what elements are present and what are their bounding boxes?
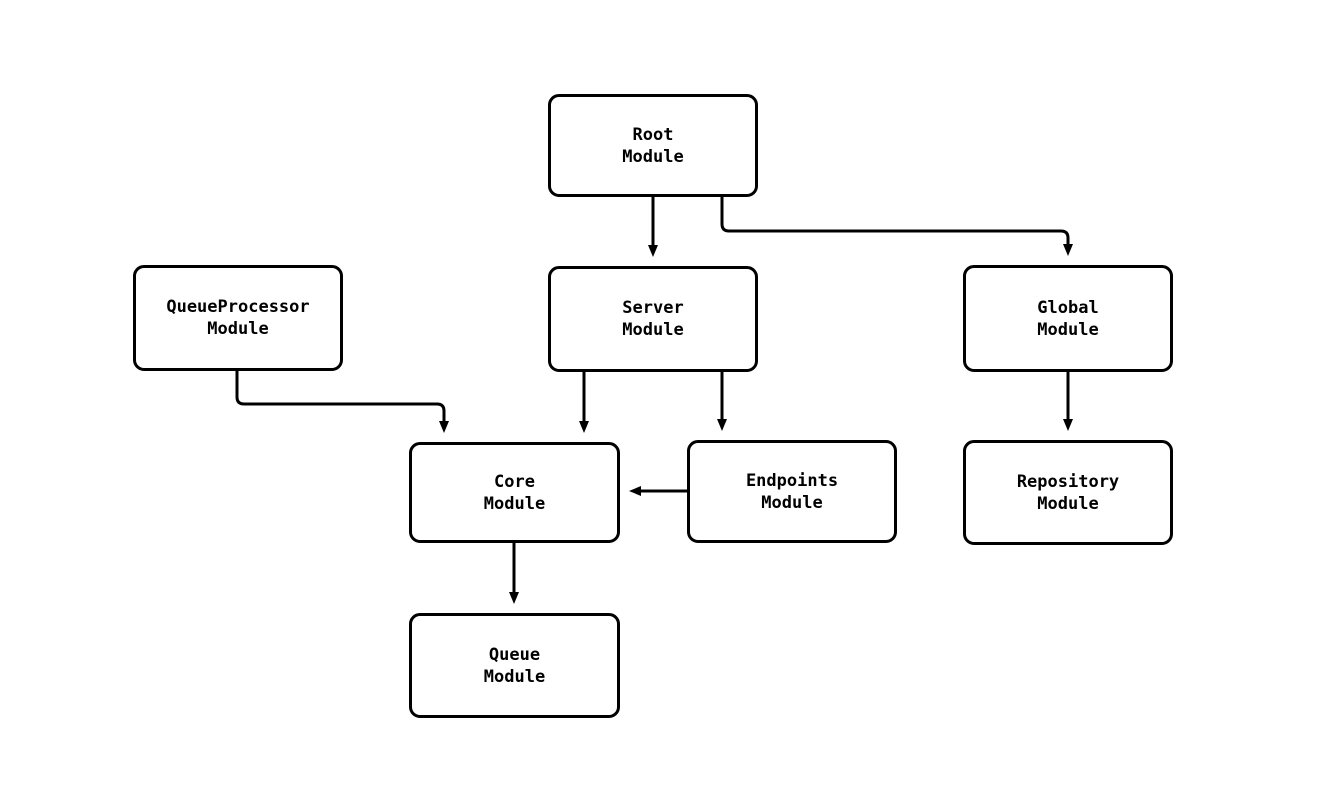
node-root-module-label: Root Module bbox=[622, 124, 684, 167]
node-server-module[interactable]: Server Module bbox=[548, 266, 758, 372]
node-queue-module-label: Queue Module bbox=[483, 644, 546, 687]
node-core-module-label: Core Module bbox=[483, 471, 546, 514]
node-global-module[interactable]: Global Module bbox=[963, 265, 1173, 372]
node-root-module[interactable]: Root Module bbox=[548, 94, 758, 197]
node-server-module-label: Server Module bbox=[622, 298, 684, 340]
edge-root-to-global bbox=[720, 197, 1073, 256]
node-repository-module-label: Repository Module bbox=[1016, 471, 1120, 514]
node-queueprocessor-module[interactable]: QueueProcessor Module bbox=[133, 265, 343, 371]
node-queueprocessor-module-label: QueueProcessor Module bbox=[166, 297, 310, 339]
node-endpoints-module[interactable]: Endpoints Module bbox=[687, 440, 897, 543]
node-global-module-label: Global Module bbox=[1037, 297, 1099, 340]
node-endpoints-module-label: Endpoints Module bbox=[745, 470, 839, 513]
node-core-module[interactable]: Core Module bbox=[409, 442, 620, 543]
edge-queueprocessor-to-core bbox=[235, 371, 449, 433]
node-repository-module[interactable]: Repository Module bbox=[963, 440, 1173, 545]
node-queue-module[interactable]: Queue Module bbox=[409, 613, 620, 718]
